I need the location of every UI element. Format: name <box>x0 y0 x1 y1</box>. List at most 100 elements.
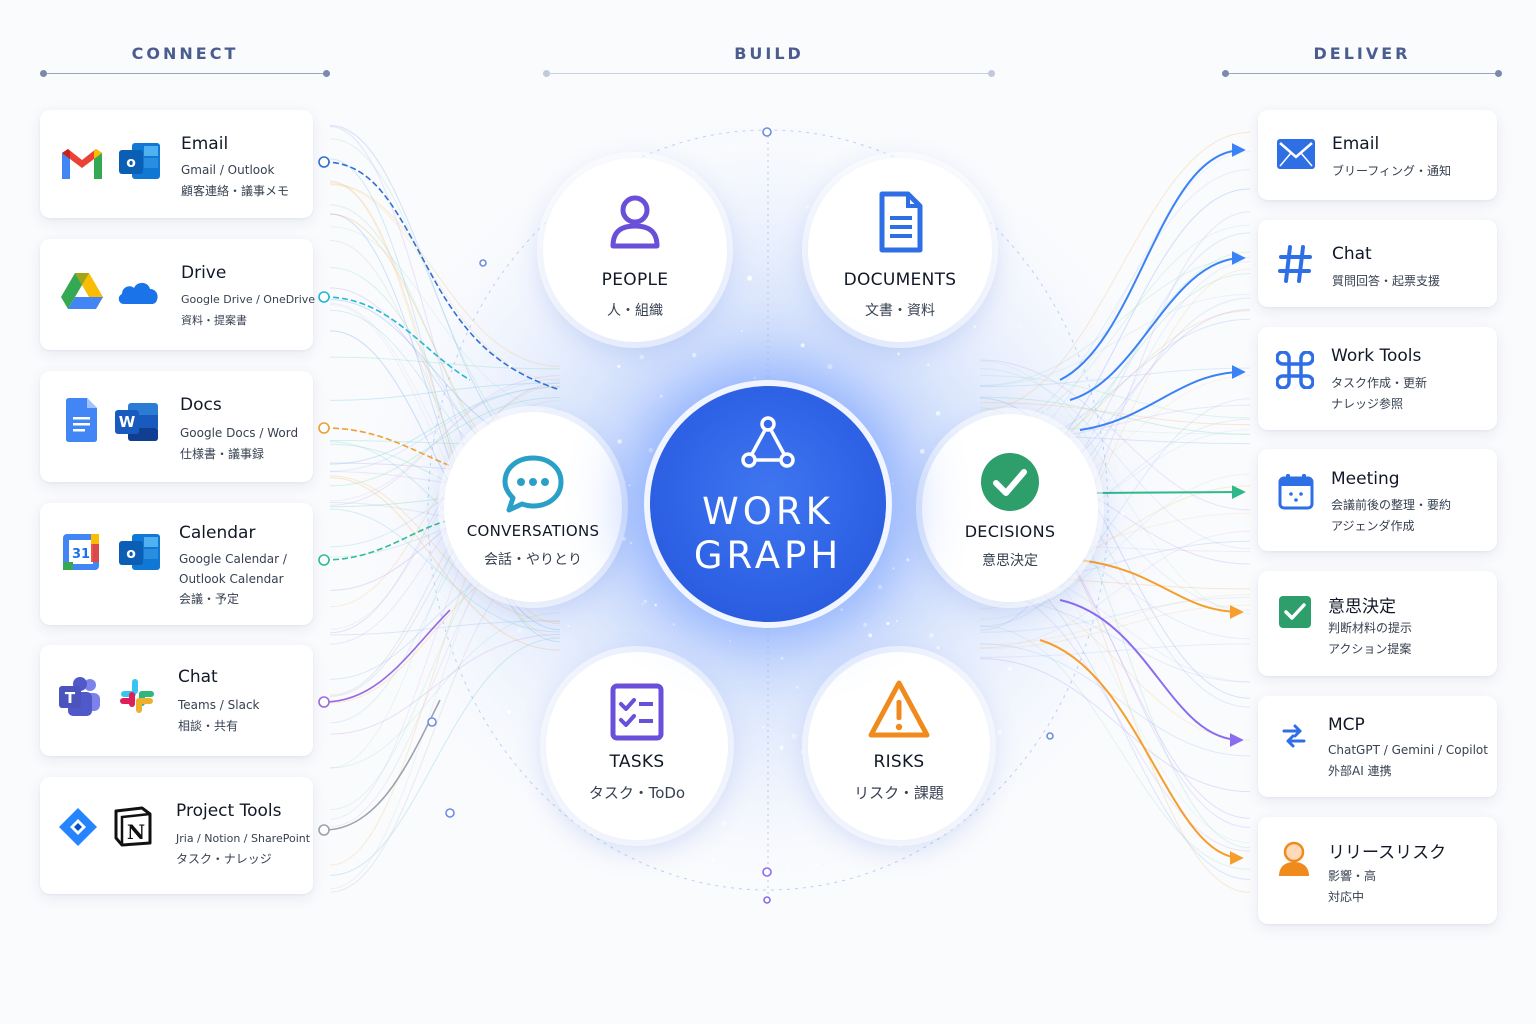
node-sublabel: 会話・やりとり <box>484 552 582 568</box>
envelope-icon <box>1277 139 1315 169</box>
card-title: Docs <box>180 395 222 415</box>
work-graph-core[interactable]: WORK GRAPH <box>650 386 886 622</box>
node-conversations[interactable]: CONVERSATIONS 会話・やりとり <box>444 412 622 602</box>
card-title: MCP <box>1328 715 1365 735</box>
core-title-line1: WORK <box>702 490 834 533</box>
deliver-card-work-tools[interactable]: Work Tools タスク作成・更新ナレッジ参照 <box>1258 327 1497 430</box>
onedrive-icon <box>116 277 160 307</box>
header-divider <box>543 73 995 74</box>
card-title: Meeting <box>1331 469 1400 489</box>
svg-text:T: T <box>65 689 76 707</box>
svg-text:31: 31 <box>72 547 90 562</box>
card-subtitle: 判断材料の提示アクション提案 <box>1328 621 1413 656</box>
google-docs-icon <box>64 397 98 443</box>
svg-text:W: W <box>119 413 136 431</box>
build-section-header: BUILD <box>543 44 995 84</box>
connect-section-header: CONNECT <box>40 44 330 84</box>
node-label: TASKS <box>609 752 665 772</box>
outlook-icon: o <box>118 531 162 573</box>
person-icon <box>610 195 660 249</box>
core-title-line2: GRAPH <box>693 534 843 577</box>
svg-text:N: N <box>127 820 145 844</box>
swap-arrows-icon <box>1282 724 1306 748</box>
command-icon <box>1276 351 1314 389</box>
deliver-card-chat[interactable]: Chat 質問回答・起票支援 <box>1258 220 1497 307</box>
node-label: CONVERSATIONS <box>466 522 600 540</box>
node-label: RISKS <box>873 752 925 772</box>
divider-dot <box>40 70 47 77</box>
graph-network-icon <box>741 416 795 468</box>
connect-card-project-tools[interactable]: N Project Tools Jria / Notion / SharePoi… <box>40 777 313 894</box>
calendar-icon <box>1278 474 1314 510</box>
node-sublabel: 文書・資料 <box>865 303 935 319</box>
jira-icon <box>58 807 98 847</box>
node-risks[interactable]: RISKS リスク・課題 <box>808 652 990 840</box>
node-label: DOCUMENTS <box>843 270 957 290</box>
check-circle-icon <box>981 453 1039 511</box>
document-icon <box>879 191 923 253</box>
word-icon: W <box>114 401 160 443</box>
card-title: 意思決定 <box>1328 597 1396 617</box>
divider-dot <box>1222 70 1229 77</box>
node-decisions[interactable]: DECISIONS 意思決定 <box>922 414 1098 602</box>
deliver-card-decision[interactable]: 意思決定 判断材料の提示アクション提案 <box>1258 571 1497 676</box>
deliver-card-email[interactable]: Email ブリーフィング・通知 <box>1258 110 1497 200</box>
svg-text:o: o <box>126 546 136 562</box>
card-title: Work Tools <box>1331 346 1422 366</box>
node-people[interactable]: PEOPLE 人・組織 <box>543 158 727 342</box>
deliver-card-release-risk[interactable]: リリースリスク 影響・高対応中 <box>1258 817 1497 924</box>
card-subtitle: 会議前後の整理・要約アジェンダ作成 <box>1331 498 1452 533</box>
header-divider <box>1222 73 1502 74</box>
card-subtitle: 影響・高対応中 <box>1328 869 1377 904</box>
node-sublabel: 人・組織 <box>607 303 663 319</box>
connect-card-calendar[interactable]: 31 o Calendar Google Calendar /Outlook C… <box>40 503 313 625</box>
node-sublabel: リスク・課題 <box>854 784 944 802</box>
notion-icon: N <box>112 805 154 847</box>
card-title: Project Tools <box>176 801 282 821</box>
card-subtitle: ブリーフィング・通知 <box>1332 164 1452 178</box>
warning-icon <box>868 680 930 738</box>
divider-dot <box>323 70 330 77</box>
node-sublabel: 意思決定 <box>982 553 1038 569</box>
card-subtitle: タスク作成・更新ナレッジ参照 <box>1331 376 1428 411</box>
card-title: Chat <box>178 667 218 687</box>
node-sublabel: タスク・ToDo <box>588 784 686 802</box>
node-tasks[interactable]: TASKS タスク・ToDo <box>546 652 728 840</box>
deliver-section-header: DELIVER <box>1222 44 1502 84</box>
svg-text:o: o <box>126 155 136 171</box>
person-alert-icon <box>1279 841 1309 876</box>
card-title: Chat <box>1332 244 1372 264</box>
card-title: Drive <box>181 263 227 283</box>
card-title: Calendar <box>179 523 256 543</box>
divider-dot <box>1495 70 1502 77</box>
gmail-icon <box>60 145 104 181</box>
slack-icon <box>118 677 156 715</box>
deliver-header-label: DELIVER <box>1313 44 1411 63</box>
google-calendar-icon: 31 <box>62 533 100 571</box>
hashtag-icon <box>1278 245 1312 283</box>
node-documents[interactable]: DOCUMENTS 文書・資料 <box>808 158 992 342</box>
card-title: リリースリスク <box>1328 843 1447 863</box>
build-header-label: BUILD <box>734 44 804 63</box>
divider-dot <box>988 70 995 77</box>
teams-icon: T <box>58 675 102 719</box>
card-title: Email <box>1332 134 1380 154</box>
check-square-icon <box>1279 596 1311 628</box>
node-label: PEOPLE <box>601 270 669 290</box>
node-label: DECISIONS <box>964 522 1056 541</box>
checklist-icon <box>610 683 664 741</box>
divider-dot <box>543 70 550 77</box>
connect-header-label: CONNECT <box>131 44 239 63</box>
deliver-card-meeting[interactable]: Meeting 会議前後の整理・要約アジェンダ作成 <box>1258 449 1497 551</box>
